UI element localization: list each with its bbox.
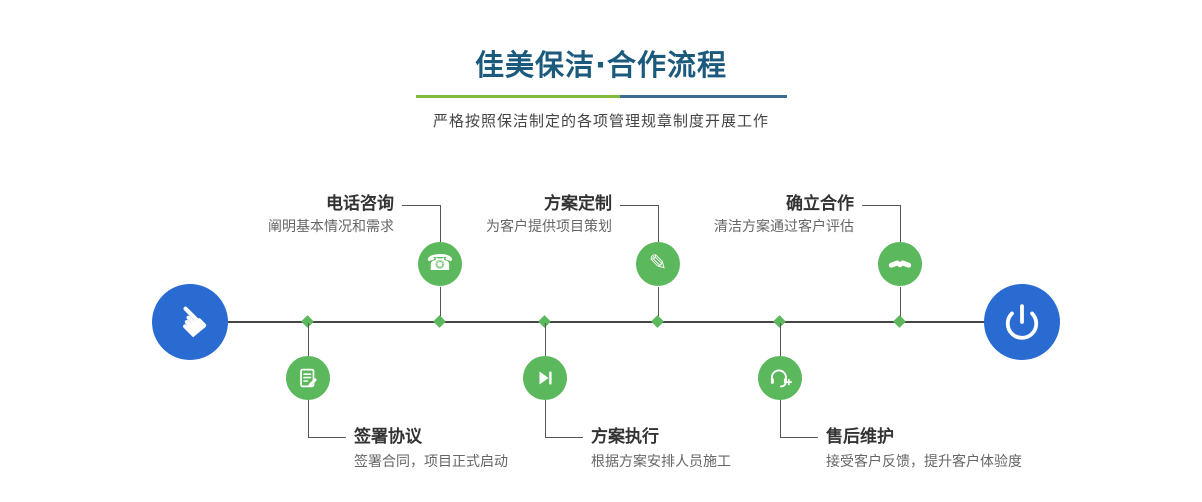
step-node-establish-coop [878, 242, 922, 286]
connector-line [308, 400, 309, 437]
connector-line [780, 437, 818, 438]
timeline-marker [893, 315, 906, 328]
connector-line [900, 287, 901, 321]
step-node-plan-custom: ✎ [636, 242, 680, 286]
timeline-marker [651, 315, 664, 328]
step-desc-phone-consult: 阐明基本情况和需求 [268, 219, 394, 235]
pen-icon: ✎ [648, 251, 668, 276]
connector-line [900, 205, 901, 242]
connector-line [402, 205, 440, 206]
step-desc-plan-execute: 根据方案安排人员施工 [591, 454, 731, 470]
connector-line [780, 400, 781, 437]
connector-line [308, 437, 346, 438]
connector-line [862, 205, 900, 206]
step-label-plan-execute: 方案执行 [591, 427, 659, 447]
hand-pointer-icon: ☚ [161, 293, 219, 351]
connector-line [545, 323, 546, 356]
step-label-establish-coop: 确立合作 [786, 194, 854, 214]
step-node-sign-agreement [286, 356, 330, 400]
step-label-sign-agreement: 签署协议 [354, 427, 422, 447]
step-desc-sign-agreement: 签署合同，项目正式启动 [354, 454, 508, 470]
connector-line [658, 287, 659, 321]
step-node-phone-consult: ☎ [418, 242, 462, 286]
power-icon [1005, 304, 1039, 340]
connector-line [440, 287, 441, 321]
divider-green-segment [416, 95, 621, 98]
timeline-marker [433, 315, 446, 328]
divider-blue-segment [620, 95, 787, 98]
handshake-icon [888, 260, 912, 268]
step-node-plan-execute [523, 356, 567, 400]
connector-line [780, 323, 781, 356]
step-node-after-sales [758, 356, 802, 400]
play-icon [539, 371, 552, 385]
timeline-line [190, 321, 1022, 323]
connector-line [658, 205, 659, 242]
page-subtitle: 严格按照保洁制定的各项管理规章制度开展工作 [432, 112, 769, 130]
step-label-phone-consult: 电话咨询 [326, 194, 394, 214]
page-title: 佳美保洁·合作流程 [474, 48, 728, 82]
connector-line [308, 323, 309, 356]
step-desc-plan-custom: 为客户提供项目策划 [486, 219, 612, 235]
connector-line [545, 400, 546, 437]
contract-icon [300, 368, 317, 388]
headset-icon [770, 369, 793, 388]
connector-line [620, 205, 658, 206]
connector-line [440, 205, 441, 242]
connector-line [545, 437, 583, 438]
step-desc-establish-coop: 清洁方案通过客户评估 [714, 219, 854, 235]
title-divider [416, 95, 787, 98]
step-label-after-sales: 售后维护 [826, 427, 894, 447]
step-label-plan-custom: 方案定制 [544, 194, 612, 214]
timeline-start-node: ☚ [152, 284, 228, 360]
phone-icon: ☎ [426, 251, 454, 276]
step-desc-after-sales: 接受客户反馈，提升客户体验度 [826, 454, 1022, 470]
timeline-end-node [984, 284, 1060, 360]
